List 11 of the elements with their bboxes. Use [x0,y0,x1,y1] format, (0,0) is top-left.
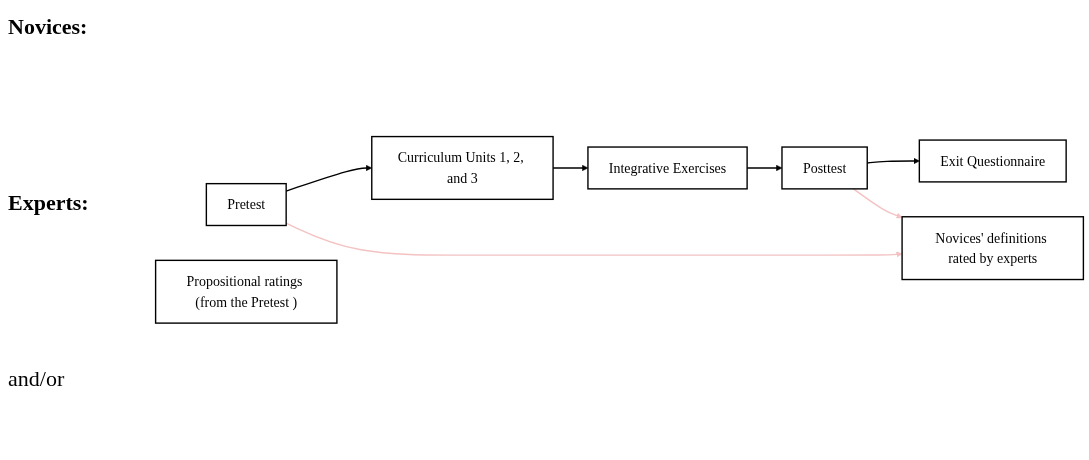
node-box: Integrative Exercises [587,146,748,190]
arrow [852,188,903,219]
group-label: Novices: [8,14,89,40]
note-text: and/or [8,366,66,392]
node-box: Posttest [781,146,868,190]
node-box: Exit Questionnaire [918,139,1067,183]
node-box: Propositional ratings (from the Pretest ) [154,259,338,324]
group-label: Experts: [8,190,90,216]
node-box: Novices' definitions rated by experts [901,216,1085,281]
node-box: Curriculum Units 1, 2, and 3 [371,136,554,201]
node-box: Pretest [205,183,287,227]
